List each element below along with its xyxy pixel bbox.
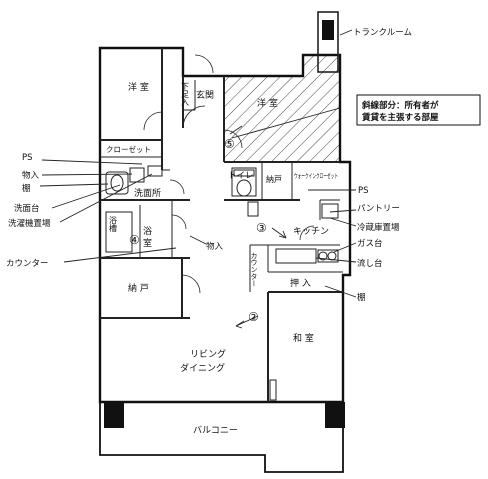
room-entrance: 玄関 <box>196 89 214 101</box>
note-shelf-right: 棚 <box>357 292 366 303</box>
note-shelf-left: 棚 <box>22 183 31 194</box>
hatch-note-box <box>356 94 481 126</box>
number-2: ② <box>248 310 259 324</box>
room-living: リビング <box>190 348 226 360</box>
room-western-1: 洋 室 <box>128 81 149 93</box>
room-storage-2: 納 戸 <box>128 282 149 294</box>
room-storage-1: 納戸 <box>266 174 282 184</box>
note-storage-left: 物入 <box>22 170 40 181</box>
balcony-outline <box>99 402 344 473</box>
note-hatch-line2: 賃貸を主張する部屋 <box>361 112 439 123</box>
note-storage-lower: 物入 <box>206 241 224 252</box>
note-pantry: パントリー <box>357 204 400 214</box>
room-washroom: 洗面所 <box>134 187 161 199</box>
room-japanese: 和 室 <box>293 332 314 344</box>
trunk-room-door <box>322 20 334 40</box>
balcony-pillar-left <box>104 402 124 428</box>
internal-walls <box>100 48 343 402</box>
outer-wall <box>98 46 352 404</box>
note-sink: 流し台 <box>357 258 383 269</box>
direction-arrows <box>229 125 287 329</box>
room-shoe-storage: 下足入 <box>181 82 190 106</box>
room-kitchen: キッチン <box>293 226 329 237</box>
note-washer-space: 洗濯機置場 <box>8 218 51 229</box>
room-balcony: バルコニー <box>193 425 238 436</box>
room-walk-in-closet: ウォークインクローゼット <box>294 171 338 180</box>
note-counter-left: カウンター <box>6 259 49 269</box>
hatched-room-area <box>224 55 340 162</box>
note-washbasin: 洗面台 <box>14 203 40 214</box>
note-ps-left: PS <box>22 153 33 163</box>
room-bath: 浴 室 <box>141 226 152 247</box>
room-toilet: トイレ <box>228 171 254 181</box>
leader-lines <box>39 29 357 298</box>
door-swings <box>143 54 315 294</box>
room-counter-inner: カウンター <box>250 252 258 287</box>
note-ps-right: PS <box>358 186 369 196</box>
number-3: ③ <box>256 221 267 235</box>
room-dining: ダイニング <box>180 362 225 374</box>
room-bath-fixture: 浴槽 <box>109 215 118 233</box>
room-closet: クローゼット <box>106 144 151 154</box>
balcony-pillar-right <box>325 402 345 428</box>
room-closet-oshiire: 押 入 <box>290 277 311 289</box>
room-western-2: 洋 室 <box>257 97 278 109</box>
trunk-room-box <box>317 11 339 73</box>
number-5: ⑤ <box>224 137 235 151</box>
number-4: ④ <box>129 233 140 247</box>
note-gas-stove: ガス台 <box>357 238 383 249</box>
fixtures <box>105 165 339 401</box>
note-hatch-line1: 斜線部分：所有者が <box>361 100 439 111</box>
note-fridge-space: 冷蔵庫置場 <box>357 222 400 233</box>
note-trunk-room: トランクルーム <box>353 28 412 38</box>
